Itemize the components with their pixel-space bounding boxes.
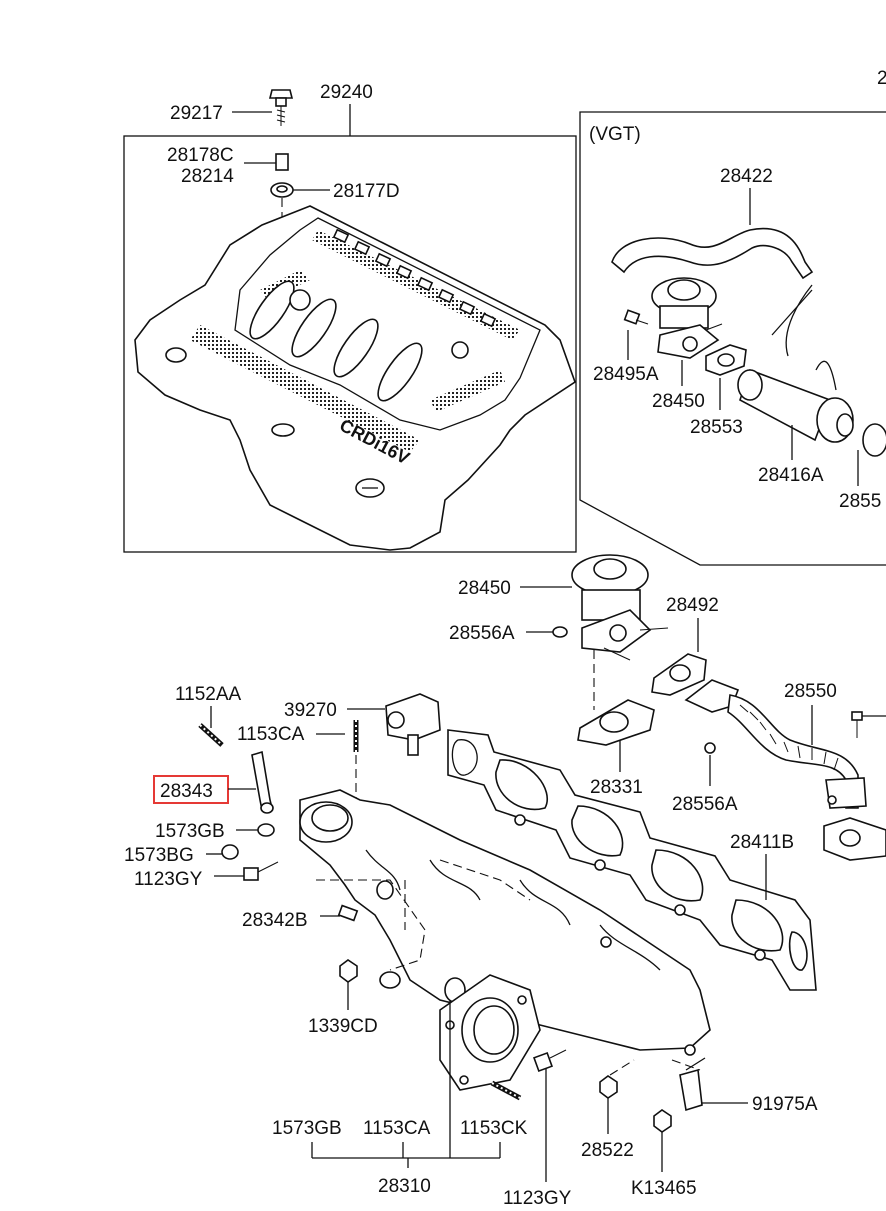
label-28310: 28310: [378, 1176, 431, 1197]
bolt-29217-part: [268, 89, 294, 126]
nut-k13465-part: [653, 1109, 672, 1133]
pipe-28343-part: [251, 750, 274, 814]
egr-pipe-28550-part: [684, 679, 867, 809]
label-28550: 28550: [784, 681, 837, 702]
egr-valve-part: [571, 554, 669, 661]
label-1153ca-bottom: 1153CA: [363, 1118, 431, 1139]
label-2855-cut: 2855: [839, 491, 881, 512]
nut-1339cd-part: [339, 959, 358, 983]
label-28556a-top: 28556A: [449, 623, 515, 644]
spacer-28178c-part: [275, 153, 289, 171]
label-28416a: 28416A: [758, 465, 824, 486]
label-28450: 28450: [458, 578, 511, 599]
nut-28556a-top-part: [552, 626, 568, 638]
label-28553: 28553: [690, 417, 743, 438]
label-28411b: 28411B: [730, 832, 794, 853]
label-28556a-bottom: 28556A: [672, 794, 738, 815]
sensor-39270-part: [385, 693, 441, 756]
gasket-28331-part: [577, 699, 655, 746]
bolt-28495a-part: [623, 309, 649, 325]
bracket-91975a-part: [679, 1057, 706, 1112]
exhaust-manifold-part: [299, 789, 711, 1091]
bolt-1123gy-top-part: [243, 861, 279, 881]
stud-28342b-part: [337, 904, 359, 922]
label-1153ca-top: 1153CA: [237, 724, 305, 745]
label-28450-vgt: 28450: [652, 391, 705, 412]
label-28342b: 28342B: [242, 910, 308, 931]
gasket-28411b-part: [447, 729, 817, 991]
nut-28556a-bottom-part: [704, 742, 716, 754]
label-28214: 28214: [181, 166, 234, 187]
label-2-cut: 2: [877, 68, 886, 89]
label-91975a: 91975A: [752, 1094, 818, 1115]
label-1123gy-bottom: 1123GY: [503, 1188, 572, 1209]
label-28492: 28492: [666, 595, 719, 616]
label-1123gy-top: 1123GY: [134, 869, 203, 890]
label-29217: 29217: [170, 103, 223, 124]
engine-cover-part: CRDi16V: [134, 205, 576, 551]
label-28522: 28522: [581, 1140, 634, 1161]
stud-1152aa-part: [198, 723, 224, 747]
label-1152aa: 1152AA: [175, 684, 242, 705]
egr-cooler-28416a-part: [737, 360, 886, 457]
bolt-right-part: [851, 711, 886, 738]
label-28495a: 28495A: [593, 364, 659, 385]
gasket-28492-part: [651, 653, 707, 696]
label-1153ck: 1153CK: [460, 1118, 528, 1139]
bolt-1123gy-bottom-part: [533, 1049, 567, 1072]
label-28343: 28343: [160, 781, 213, 802]
label-1573bg: 1573BG: [124, 845, 194, 866]
label-28331: 28331: [590, 777, 643, 798]
label-1573gb-bottom: 1573GB: [272, 1118, 342, 1139]
label-k13465: K13465: [631, 1178, 697, 1199]
label-28178c: 28178C: [167, 145, 234, 166]
egr-valve-vgt-part: [651, 277, 723, 359]
label-39270: 39270: [284, 700, 337, 721]
label-28177d: 28177D: [333, 181, 400, 202]
label-1573gb-top: 1573GB: [155, 821, 225, 842]
hose-28422-part: [611, 227, 814, 357]
label-vgt: (VGT): [589, 124, 641, 145]
label-28422: 28422: [720, 166, 773, 187]
vgt-frame: [579, 111, 886, 566]
gasket-28553-part: [705, 344, 747, 376]
plug-1573gb-top-part: [257, 823, 275, 837]
label-1339cd: 1339CD: [308, 1016, 378, 1037]
stud-1153ck-part: [490, 1080, 522, 1101]
label-29240: 29240: [320, 82, 373, 103]
grommet-28177d-part: [270, 182, 294, 198]
plug-1573bg-part: [221, 844, 239, 860]
nut-28522-part: [599, 1075, 618, 1099]
